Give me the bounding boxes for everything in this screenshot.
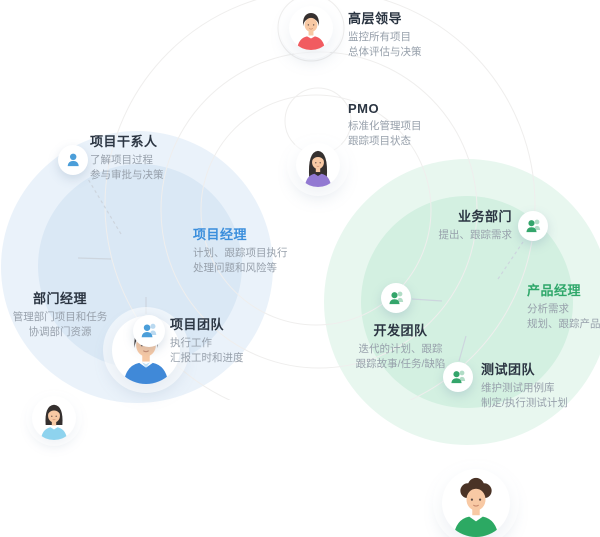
product-manager-text: 产品经理 分析需求 规划、跟踪产品 <box>527 280 600 332</box>
product-manager-desc2: 规划、跟踪产品 <box>527 318 600 331</box>
product-manager-desc1: 分析需求 <box>527 303 569 315</box>
test-team-node <box>443 362 473 392</box>
product-manager-title: 产品经理 <box>527 283 582 298</box>
dev-team-desc2: 跟踪故事/任务/缺陷 <box>355 358 446 371</box>
link-pm-stakeholder <box>87 178 122 235</box>
dept-manager-title: 部门经理 <box>32 291 87 306</box>
top-leader-desc1: 监控所有项目 <box>348 31 411 43</box>
business-dept-desc1: 提出、跟踪需求 <box>438 229 513 241</box>
stakeholder-node <box>58 145 88 175</box>
people-group-icon <box>389 291 403 304</box>
project-team-desc1: 执行工作 <box>170 337 212 349</box>
project-manager-desc2: 处理问题和风险等 <box>193 262 277 275</box>
project-manager-text: 项目经理 计划、跟踪项目执行 处理问题和风险等 <box>193 224 288 276</box>
pmo-text: PMO 标准化管理项目 跟踪项目状态 <box>348 101 422 149</box>
dev-team-desc1: 迭代的计划、跟踪 <box>358 343 443 355</box>
test-team-text: 测试团队 维护测试用例库 制定/执行测试计划 <box>481 359 568 411</box>
project-team-node <box>133 315 165 347</box>
top-leader-desc2: 总体评估与决策 <box>348 46 422 59</box>
link-pm-deptmanager <box>77 257 112 260</box>
female-avatar-lightblue-icon <box>40 404 68 440</box>
product-manager-avatar <box>442 469 510 537</box>
business-dept-text: 业务部门 提出、跟踪需求 <box>385 206 513 243</box>
top-leader-title: 高层领导 <box>348 11 403 26</box>
stakeholder-desc2: 参与审批与决策 <box>90 169 164 182</box>
stakeholder-title: 项目干系人 <box>90 134 158 149</box>
pmo-title: PMO <box>348 101 380 116</box>
pmo-desc2: 跟踪项目状态 <box>348 135 411 148</box>
business-dept-title: 业务部门 <box>457 209 512 224</box>
dept-manager-desc1: 管理部门项目和任务 <box>12 311 108 323</box>
person-icon <box>67 153 79 166</box>
female-avatar-purple-icon <box>304 150 332 187</box>
project-manager-desc1: 计划、跟踪项目执行 <box>193 247 288 259</box>
stakeholder-text: 项目干系人 了解项目过程 参与审批与决策 <box>90 131 164 183</box>
people-group-icon <box>451 370 465 383</box>
male-avatar-green-icon <box>453 477 499 537</box>
male-avatar-red-icon <box>296 13 326 50</box>
dev-team-title: 开发团队 <box>373 323 428 338</box>
dept-manager-avatar <box>32 396 76 440</box>
project-team-desc2: 汇报工时和进度 <box>170 352 244 365</box>
project-manager-title: 项目经理 <box>193 227 248 242</box>
stakeholder-desc1: 了解项目过程 <box>90 154 153 166</box>
people-group-icon <box>526 219 540 232</box>
test-team-title: 测试团队 <box>481 362 536 377</box>
business-dept-node <box>518 211 548 241</box>
project-team-text: 项目团队 执行工作 汇报工时和进度 <box>170 314 244 366</box>
pmo-avatar <box>296 143 340 187</box>
pmo-desc1: 标准化管理项目 <box>348 120 422 132</box>
link-prodm-devteam <box>411 298 443 302</box>
top-leader-avatar <box>289 6 333 50</box>
people-group-icon <box>141 323 157 338</box>
dept-manager-desc2: 协调部门资源 <box>28 326 92 339</box>
link-prodm-testteam <box>458 335 467 362</box>
test-team-desc2: 制定/执行测试计划 <box>481 397 568 410</box>
dev-team-node <box>381 283 411 313</box>
dept-manager-text: 部门经理 管理部门项目和任务 协调部门资源 <box>0 288 125 340</box>
project-team-title: 项目团队 <box>170 317 225 332</box>
top-leader-text: 高层领导 监控所有项目 总体评估与决策 <box>348 8 422 60</box>
test-team-desc1: 维护测试用例库 <box>481 382 555 394</box>
dev-team-text: 开发团队 迭代的计划、跟踪 跟踪故事/任务/缺陷 <box>353 320 448 372</box>
link-prodm-business <box>497 241 524 280</box>
